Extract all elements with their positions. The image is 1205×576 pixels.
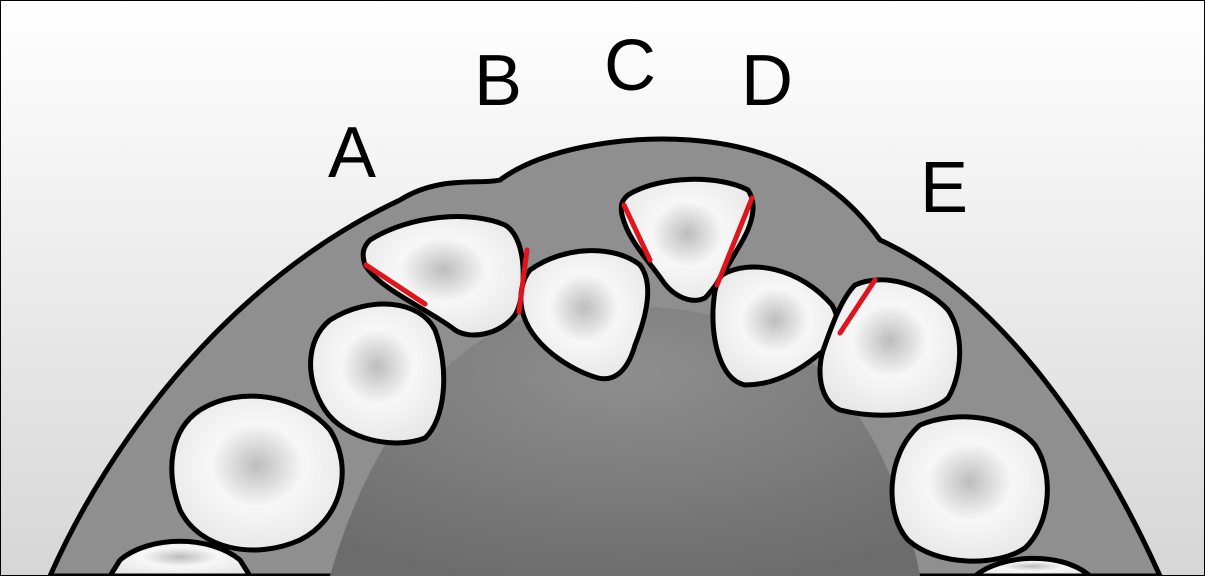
label-c: C bbox=[604, 26, 656, 106]
tooth-upper-left-first-molar bbox=[172, 396, 342, 550]
label-e: E bbox=[920, 148, 968, 228]
label-d: D bbox=[741, 41, 793, 121]
label-a: A bbox=[328, 113, 376, 193]
tooth-upper-right-premolar bbox=[892, 417, 1047, 561]
label-b: B bbox=[474, 41, 522, 121]
